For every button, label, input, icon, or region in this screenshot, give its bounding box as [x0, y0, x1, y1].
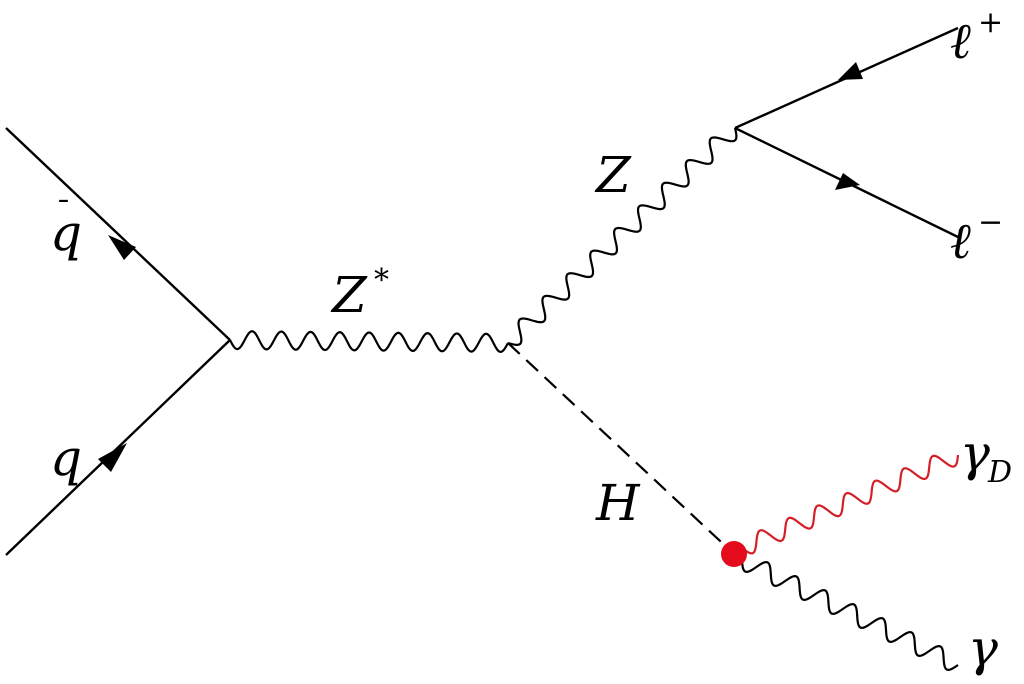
label-lepton-plus: ℓ + [950, 5, 1003, 70]
zstar-boson-line [229, 330, 509, 354]
svg-text:ℓ: ℓ [950, 12, 971, 70]
lepton-minus-arrow [835, 173, 860, 190]
svg-text:D: D [987, 455, 1012, 490]
lepton-plus-arrow [838, 62, 863, 80]
svg-text:γ: γ [960, 424, 990, 482]
quark-line [5, 339, 231, 556]
dark-vertex-blob [721, 541, 747, 567]
svg-text:*: * [374, 263, 389, 298]
label-antiquark: q ¯ [50, 195, 82, 262]
svg-text:+: + [978, 5, 1003, 40]
dark-photon-line [741, 454, 960, 555]
svg-text:−: − [978, 205, 1003, 240]
svg-text:Z: Z [330, 266, 368, 324]
higgs-line [507, 342, 735, 555]
antiquark-line [5, 127, 231, 341]
svg-text:¯: ¯ [56, 195, 71, 230]
quark-arrow [98, 443, 127, 472]
z-boson-line [507, 127, 738, 346]
label-dark-photon: γ D [960, 424, 1012, 490]
antiquark-arrow [108, 235, 136, 260]
label-zstar: Z * [330, 263, 389, 324]
label-quark: q [50, 429, 82, 487]
label-higgs: H [595, 474, 641, 532]
label-lepton-minus: ℓ − [950, 205, 1003, 270]
svg-text:ℓ: ℓ [950, 212, 971, 270]
photon-line [740, 559, 959, 672]
svg-text:q: q [50, 204, 82, 262]
label-z: Z [594, 146, 632, 204]
label-photon: γ [968, 619, 998, 677]
